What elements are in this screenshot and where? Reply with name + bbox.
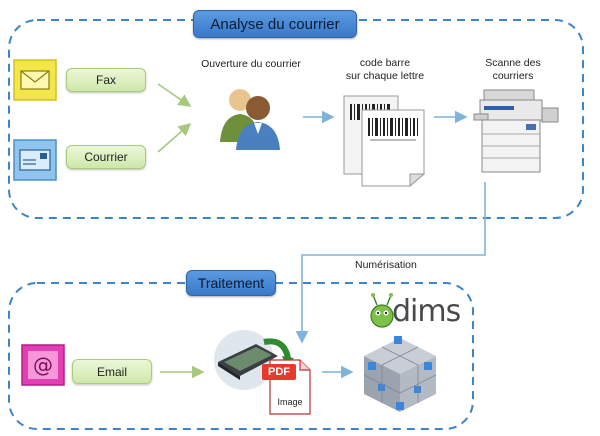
copier-scanner-icon <box>473 89 559 173</box>
scanner-step-label: Scanne des courriers <box>470 57 556 83</box>
pdf-badge: PDF <box>262 364 296 380</box>
mail-letter-icon <box>13 139 57 181</box>
courrier-label: Courrier <box>66 145 146 169</box>
data-cube-icon <box>363 336 437 412</box>
numerisation-connector <box>295 182 486 344</box>
envelope-icon <box>13 59 57 101</box>
svg-text:@: @ <box>33 353 53 377</box>
flatbed-scanner-icon <box>214 330 294 390</box>
people-icon <box>220 89 280 150</box>
email-label: Email <box>72 359 152 384</box>
barcode-step-label: code barre sur chaque lettre <box>330 57 440 83</box>
scanner-label-line2: courriers <box>492 70 534 82</box>
dims-logo-icon <box>370 293 394 328</box>
processing-title: Traitement <box>186 270 276 296</box>
fax-label: Fax <box>66 68 146 92</box>
scanner-label-line1: Scanne des <box>485 57 541 69</box>
barcode-label-line1: code barre <box>359 57 411 69</box>
analysis-title: Analyse du courrier <box>193 10 357 38</box>
opening-step-label: Ouverture du courrier <box>201 58 301 70</box>
dims-logo-text: dims <box>392 294 461 329</box>
courrier-arrow <box>157 122 192 153</box>
pdf-image-label: Image <box>277 397 303 407</box>
fax-arrow <box>157 83 192 107</box>
numerisation-label: Numérisation <box>355 259 417 271</box>
barcode-label-line2: sur chaque lettre <box>345 70 425 82</box>
email-at-icon: @ <box>21 344 65 386</box>
barcode-documents-icon <box>343 95 426 188</box>
